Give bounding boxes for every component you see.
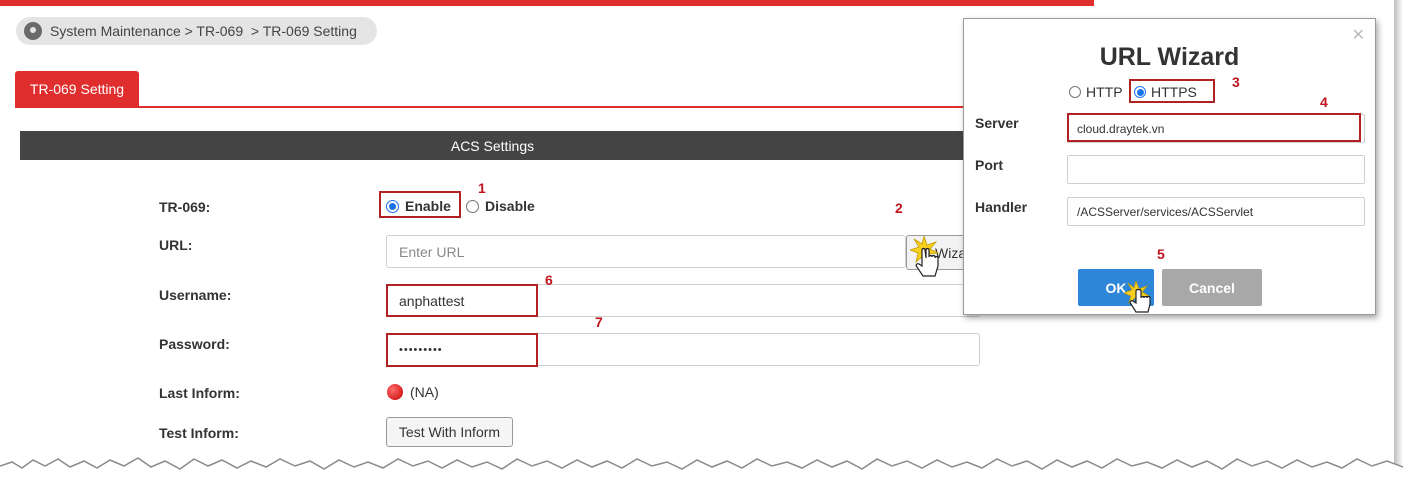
enable-radio[interactable] <box>386 199 399 213</box>
http-radio-option[interactable]: HTTP <box>1069 84 1123 100</box>
last-inform-label: Last Inform: <box>159 385 240 401</box>
enable-highlight-box <box>379 191 461 218</box>
https-label: HTTPS <box>1151 84 1197 100</box>
server-value: cloud.draytek.vn <box>1077 121 1165 136</box>
step-marker-3: 3 <box>1232 74 1240 90</box>
hand-cursor-icon <box>1124 281 1151 313</box>
port-input[interactable] <box>1067 155 1365 184</box>
wizard-button-label: Wizard <box>935 244 965 261</box>
top-accent-bar <box>0 0 1094 6</box>
https-radio-option[interactable]: HTTPS <box>1134 84 1197 100</box>
step-marker-2: 2 <box>895 200 903 216</box>
server-highlight-box <box>1067 113 1361 142</box>
hand-cursor-icon <box>910 236 940 277</box>
url-input[interactable]: Enter URL <box>386 235 906 268</box>
enable-radio-option[interactable]: Enable <box>386 198 451 214</box>
ok-button[interactable]: OK <box>1078 269 1154 306</box>
username-highlight-box <box>386 284 538 317</box>
https-highlight-box <box>1129 79 1215 103</box>
disable-radio-option[interactable]: Disable <box>466 198 535 214</box>
page-edge-shadow <box>1394 0 1403 491</box>
cancel-button[interactable]: Cancel <box>1162 269 1262 306</box>
server-label: Server <box>975 115 1019 131</box>
url-placeholder: Enter URL <box>399 243 465 260</box>
password-value: ••••••••• <box>399 343 443 356</box>
username-input[interactable]: anphattest <box>386 284 980 317</box>
status-dot-icon <box>387 384 403 400</box>
disable-label: Disable <box>485 198 535 214</box>
port-label: Port <box>975 157 1003 173</box>
handler-input[interactable]: /ACSServer/services/ACSServlet <box>1067 197 1365 226</box>
url-wizard-dialog: ✕ URL Wizard HTTP HTTPS 3 4 Server cloud… <box>963 18 1376 315</box>
dialog-title: URL Wizard <box>1099 43 1240 71</box>
location-pin-icon <box>24 22 42 40</box>
enable-label: Enable <box>405 198 451 214</box>
last-inform-status: (NA) <box>387 384 439 400</box>
step-marker-5: 5 <box>1157 246 1165 262</box>
close-icon[interactable]: ✕ <box>1351 27 1365 44</box>
password-label: Password: <box>159 336 230 352</box>
step-marker-7: 7 <box>595 314 603 330</box>
disable-radio[interactable] <box>466 199 479 213</box>
last-inform-value: (NA) <box>410 384 439 400</box>
tr069-label: TR-069: <box>159 199 211 215</box>
tab-tr069-setting[interactable]: TR-069 Setting <box>15 71 139 107</box>
step-marker-4: 4 <box>1320 94 1328 110</box>
password-input[interactable]: ••••••••• <box>386 333 980 366</box>
test-with-inform-button[interactable]: Test With Inform <box>386 417 513 447</box>
handler-value: /ACSServer/services/ACSServlet <box>1077 204 1254 219</box>
step-marker-6: 6 <box>545 272 553 288</box>
breadcrumb: System Maintenance > TR-069 > TR-069 Set… <box>16 17 377 45</box>
handler-label: Handler <box>975 199 1028 215</box>
https-radio[interactable] <box>1134 86 1146 98</box>
username-label: Username: <box>159 287 232 303</box>
url-label: URL: <box>159 237 193 253</box>
password-highlight-box <box>386 333 538 367</box>
step-marker-1: 1 <box>478 180 486 196</box>
http-label: HTTP <box>1086 84 1123 100</box>
http-radio[interactable] <box>1069 86 1081 98</box>
breadcrumb-text: System Maintenance > TR-069 > TR-069 Set… <box>50 23 357 39</box>
test-inform-label: Test Inform: <box>159 425 239 441</box>
acs-settings-header: ACS Settings <box>20 131 965 160</box>
tab-underline <box>15 106 965 108</box>
server-input[interactable]: cloud.draytek.vn <box>1067 114 1365 143</box>
username-value: anphattest <box>399 292 465 309</box>
